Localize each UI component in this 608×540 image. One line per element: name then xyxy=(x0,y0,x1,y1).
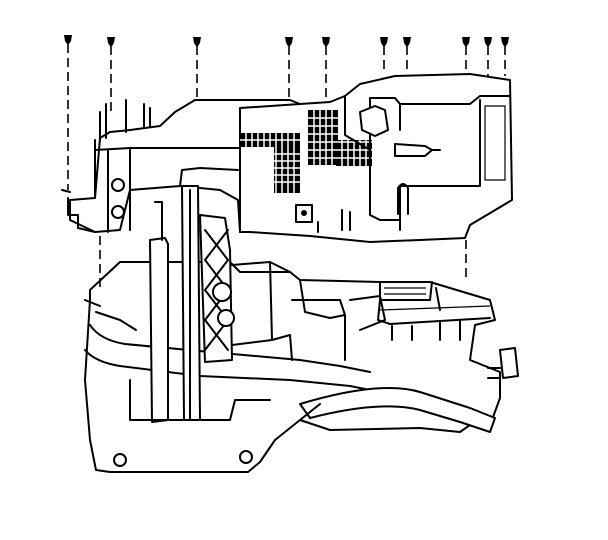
core-fitting-upper xyxy=(212,282,232,302)
screw-boss-right xyxy=(239,450,253,464)
screw-icon xyxy=(380,37,388,46)
blower-housing xyxy=(369,95,511,231)
cover-tabs xyxy=(317,209,351,233)
side-connector xyxy=(499,347,519,379)
grille-lines xyxy=(240,110,372,193)
actuator-body xyxy=(359,105,389,137)
screw-icon xyxy=(501,37,509,46)
side-connector-pins xyxy=(487,367,501,379)
center-panel-edge xyxy=(179,167,239,187)
right-valve-ridges xyxy=(379,287,491,311)
front-lip-edge xyxy=(84,299,137,331)
front-lip-inner xyxy=(89,324,371,373)
screw-icon xyxy=(462,37,470,46)
divider-slot xyxy=(154,189,191,421)
lower-panel-detail xyxy=(129,379,321,421)
lower-port xyxy=(397,183,409,215)
bracket-hole xyxy=(301,210,307,216)
internal-duct xyxy=(231,261,346,361)
intake-boss-upper xyxy=(111,178,125,192)
intake-column-ridges xyxy=(99,99,151,141)
screw-icon xyxy=(322,37,330,46)
screw-icon xyxy=(403,37,411,46)
right-valve-section xyxy=(377,281,491,341)
intake-boss-lower xyxy=(111,205,125,219)
center-duct xyxy=(299,279,386,331)
divider-panel-1 xyxy=(149,237,169,423)
upper-module-cover xyxy=(61,73,513,243)
core-fitting-lower xyxy=(217,309,235,327)
blower-window xyxy=(484,105,506,181)
heater-core-lattice xyxy=(204,229,229,351)
screw-icon xyxy=(107,37,115,46)
screw-boss-left xyxy=(113,453,127,467)
blower-step xyxy=(344,95,401,221)
actuator-plug xyxy=(394,143,441,157)
lower-case xyxy=(84,185,519,473)
screw-icon xyxy=(193,37,201,46)
fasteners xyxy=(64,35,509,290)
drain-tube xyxy=(299,387,496,433)
screw-icon xyxy=(64,35,72,44)
screw-icon xyxy=(285,37,293,46)
screw-icon xyxy=(484,37,492,46)
intake-flange xyxy=(61,189,96,233)
center-panel-top xyxy=(129,103,301,233)
